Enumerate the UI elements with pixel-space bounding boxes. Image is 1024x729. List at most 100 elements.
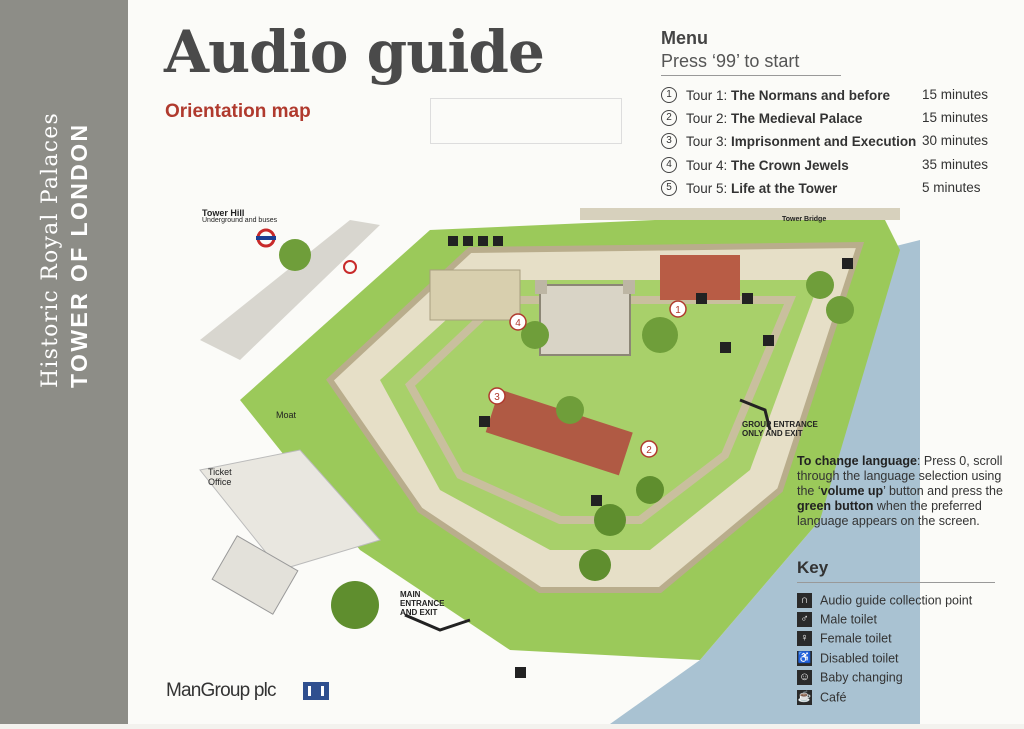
group-entrance-arrow-icon [739,398,772,431]
waterloo-block [429,269,521,321]
orientation-map: 1 2 3 4 Tower Hill Underground and buses… [180,190,920,724]
male-toilet-icon [493,236,503,246]
cafe-icon [515,667,526,678]
tree [556,396,584,424]
tour-duration: 5 minutes [922,180,981,195]
inner-ward [380,280,820,550]
tour-number: 1 [661,87,677,104]
tour-2-marker [640,440,658,458]
key-item-label: Disabled toilet [820,651,899,666]
language-text: ’ button and press the [883,484,1003,498]
cafe-icon [842,258,853,269]
tree [642,317,678,353]
green-button-label: green button [797,499,874,513]
key-item: ∩Audio guide collection point [797,593,972,611]
key-item: ♿Disabled toilet [797,651,899,669]
page-subtitle: Orientation map [165,101,311,122]
bus-roundel-icon [343,260,357,274]
tour-name: Imprisonment and Execution [731,133,917,149]
tour-item: 1 Tour 1: The Normans and before 15 minute… [661,87,988,107]
tour-1-marker [669,300,687,318]
tour-duration: 30 minutes [922,133,989,148]
female-toilet-icon [478,236,488,246]
female-toilet-icon: ♀ [797,631,812,647]
tree [579,549,611,581]
white-tower [539,284,631,356]
tour-1-marker-label: 1 [675,305,681,316]
key-item-label: Audio guide collection point [820,593,973,608]
cafe-icon: ☕ [797,690,812,706]
menu-instruction: Press ‘99’ to start [661,51,800,71]
sponsor-name: ManGroup plc [166,680,277,701]
tour-number: 4 [661,157,677,174]
brick-building [660,255,740,300]
tree [636,476,664,504]
volume-up-label: volume up [820,484,884,498]
menu-title: Menu [661,28,708,48]
language-heading: To change language [797,454,917,468]
tour-number: 2 [661,110,677,127]
tour-item: 5 Tour 5: Life at the Tower 5 minutes [661,180,981,200]
sidebar-tower-text: TOWER OF LONDON [66,122,92,388]
tour-name: The Medieval Palace [731,110,863,126]
tour-duration: 15 minutes [922,87,989,102]
sponsor-logo-icon [303,682,329,700]
key-item-label: Café [820,690,847,705]
male-toilet-icon [742,293,753,304]
baby-changing-icon [463,236,473,246]
tour-number: 5 [661,180,677,197]
road [200,220,380,360]
tour-duration: 15 minutes [922,110,989,125]
tower-bridge-approach [580,208,900,220]
tree [521,321,549,349]
tour-name: Life at the Tower [731,180,838,196]
tower-turret [535,280,547,294]
tour-3-marker-label: 3 [494,392,500,403]
tour-name: The Normans and before [731,87,891,103]
sidebar: Historic Royal Palaces TOWER OF LONDON [0,0,128,724]
key-item: ♀Female toilet [797,631,892,649]
disabled-toilet-icon [448,236,458,246]
tour-label: Tour 5: [686,180,732,196]
tree [331,581,379,629]
key-item-label: Baby changing [820,670,903,685]
male-toilet-icon [479,416,490,427]
brick-building [485,389,633,476]
map-label-tower-hill-sub: Underground and buses [202,217,278,224]
map-label-ticket-office: Ticket Office [208,467,232,487]
map-label-group-entrance: GROUP ENTRANCE ONLY AND EXIT [742,420,818,438]
key-item: ♂Male toilet [797,612,877,630]
menu-divider [661,75,841,76]
tree [594,504,626,536]
key-item: ☕ Café [797,690,846,708]
tour-2-marker-label: 2 [646,445,652,456]
tour-4-marker [509,313,527,331]
entrance-arrow-icon [404,613,471,632]
river-thames [610,240,920,724]
page-title: Audio guide [164,18,545,86]
sidebar-text: Historic Royal Palaces TOWER OF LONDON [0,0,128,724]
tree [826,296,854,324]
underground-roundel-bar [256,236,276,240]
map-label-tower-bridge: Tower Bridge [782,216,827,223]
key-item: ☺Baby changing [797,670,903,688]
map-illustration: 1 2 3 4 [199,208,920,724]
building [211,535,299,615]
tour-label: Tour 1: [686,87,732,103]
cafe-icon [720,342,731,353]
tour-label: Tour 3: [686,133,732,149]
tree [279,239,311,271]
ticket-office-area [199,449,381,571]
key-divider [797,582,995,583]
tree [806,271,834,299]
language-text: : Press 0, scroll through the language s… [797,454,1003,498]
tour-label: Tour 4: [686,157,732,173]
headphones-icon [591,495,602,506]
map-label-main-entrance: MAIN ENTRANCE AND EXIT [400,590,445,617]
tour-number: 3 [661,133,677,150]
key-title: Key [797,558,829,577]
tour-item: 3 Tour 3: Imprisonment and Execution 30 mi… [661,133,988,153]
